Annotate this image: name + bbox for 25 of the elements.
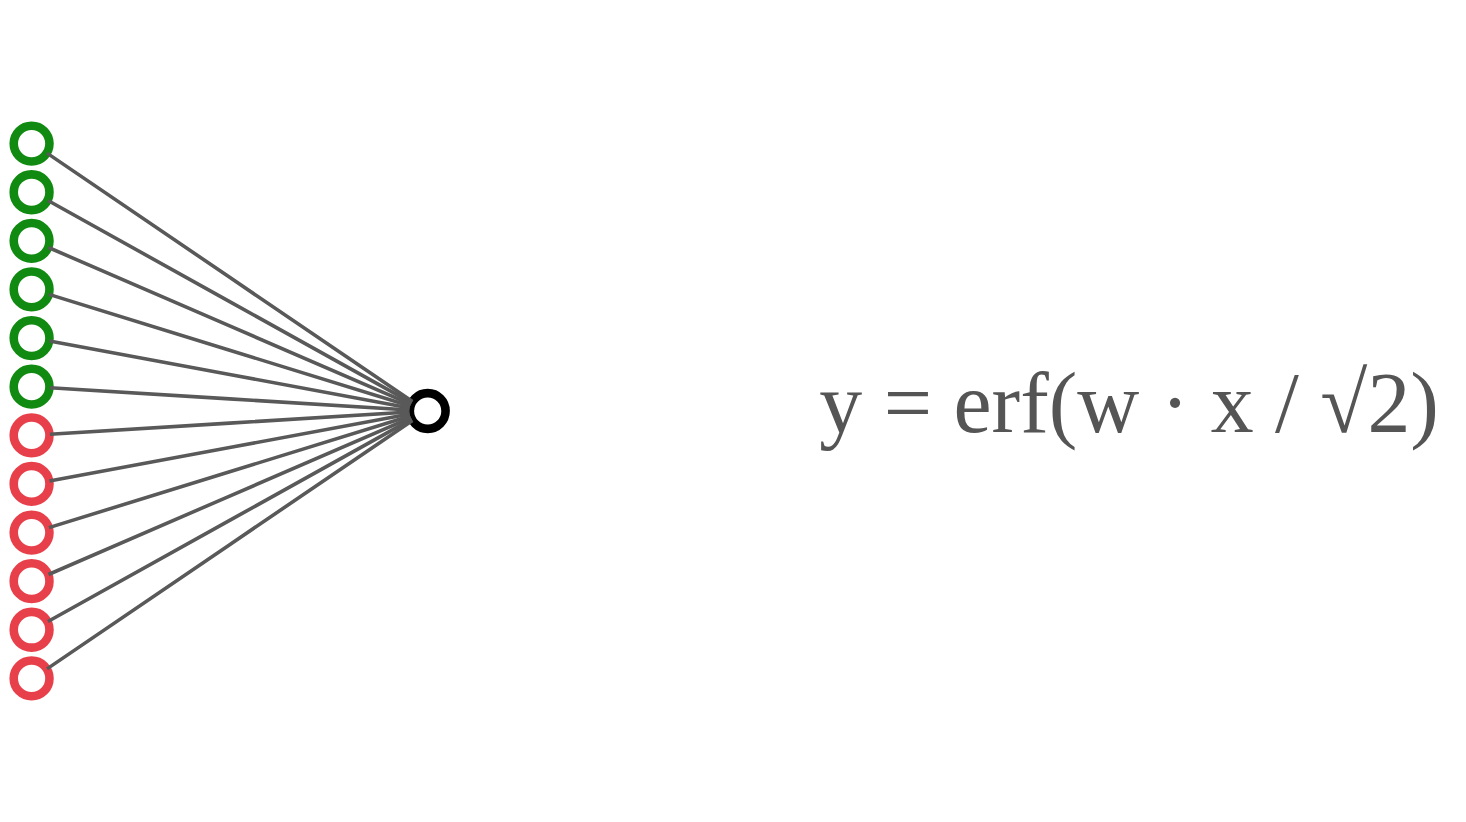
connector xyxy=(47,198,413,405)
connector xyxy=(47,245,412,406)
node-circle xyxy=(9,607,54,652)
node-circle xyxy=(9,218,54,263)
node-circle xyxy=(9,413,54,458)
connector xyxy=(48,414,411,530)
connector xyxy=(49,410,410,437)
connector xyxy=(47,417,413,624)
node-circle xyxy=(9,656,54,701)
connector xyxy=(49,412,411,483)
connector xyxy=(49,339,411,410)
node-circle xyxy=(9,559,54,604)
connector xyxy=(46,418,414,671)
node-circle xyxy=(9,461,54,507)
node-circle xyxy=(9,364,54,409)
connector xyxy=(47,416,412,577)
connector xyxy=(49,385,410,412)
node-circle xyxy=(9,121,54,166)
node-circle xyxy=(9,510,54,555)
node-circle xyxy=(9,170,54,215)
node-circle xyxy=(9,267,54,312)
label: y = erf(w · x / √2) xyxy=(819,356,1439,452)
connector xyxy=(48,292,411,408)
connector xyxy=(46,151,414,404)
node-circle xyxy=(9,315,54,361)
